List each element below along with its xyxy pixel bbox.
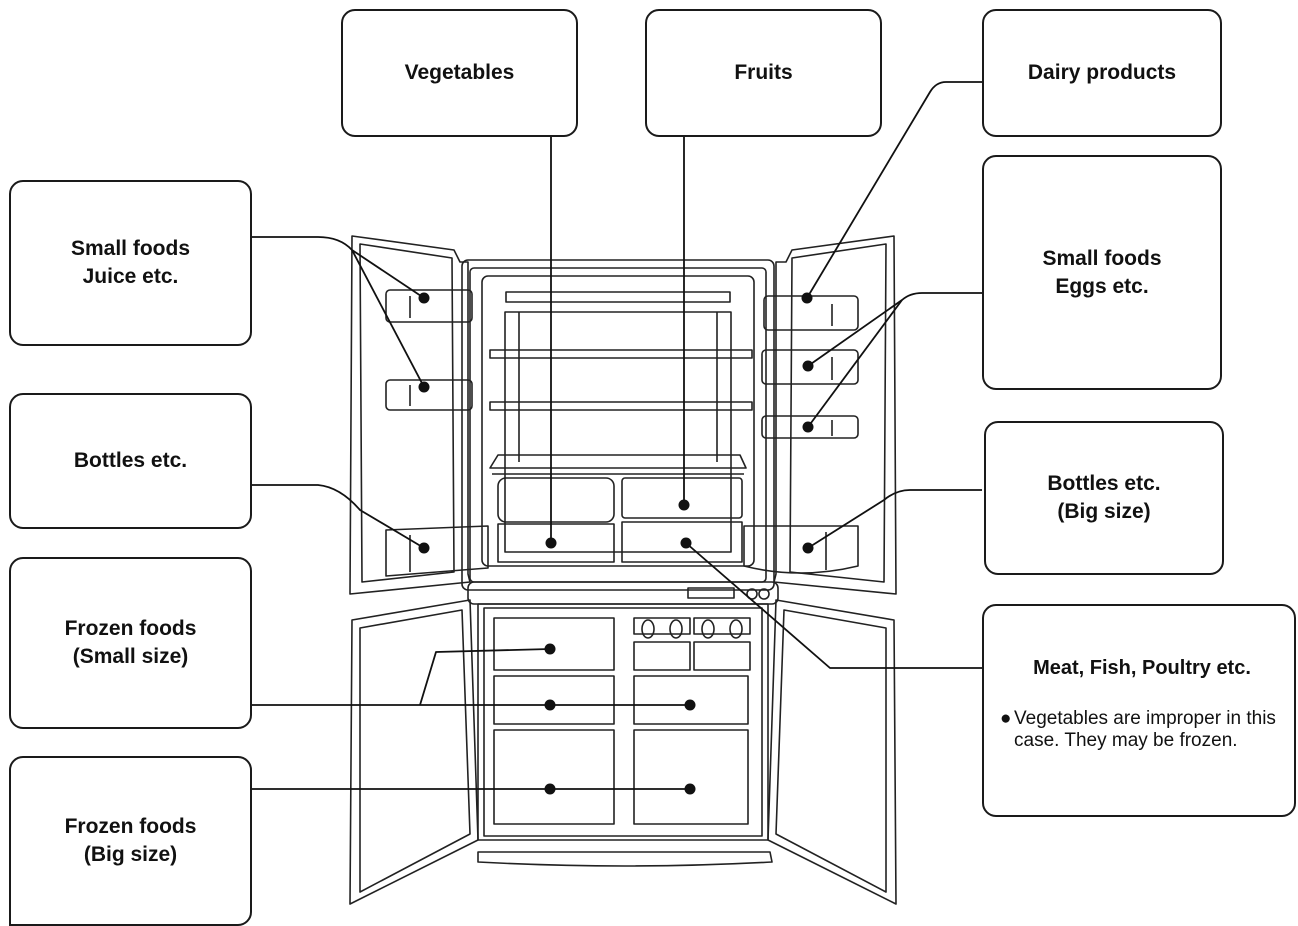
callout-bottles-big-line2: (Big size) xyxy=(1057,500,1151,523)
callout-frozen-big: Frozen foods (Big size) xyxy=(9,756,252,926)
callout-fruits-label: Fruits xyxy=(734,61,793,84)
callout-bottles-label: Bottles etc. xyxy=(73,449,188,472)
callout-meat-note-text: Vegetables are improper in this case. Th… xyxy=(1014,708,1276,751)
callout-bottles-big-line1: Bottles etc. xyxy=(1047,472,1161,495)
callout-small-eggs-line2: Eggs etc. xyxy=(1055,274,1149,298)
callout-fruits: Fruits xyxy=(645,9,882,137)
callout-frozen-small: Frozen foods (Small size) xyxy=(9,557,252,729)
callout-small-foods-juice: Small foods Juice etc. xyxy=(9,180,252,346)
callout-frozen-big-line1: Frozen foods xyxy=(64,815,197,838)
bullet-icon: ● xyxy=(1000,708,1012,729)
callout-dairy-products: Dairy products xyxy=(982,9,1222,137)
callout-meat-fish-poultry: Meat, Fish, Poultry etc. ● Vegetables ar… xyxy=(982,604,1296,817)
leader-dots xyxy=(418,292,814,795)
callout-small-juice-line1: Small foods xyxy=(70,237,191,260)
callout-meat-title: Meat, Fish, Poultry etc. xyxy=(1033,657,1251,679)
callout-bottles: Bottles etc. xyxy=(9,393,252,529)
callout-dairy-label: Dairy products xyxy=(1027,61,1177,84)
callout-vegetables-label: Vegetables xyxy=(404,61,515,84)
callout-frozen-small-line2: (Small size) xyxy=(72,645,189,668)
refrigerator-body xyxy=(349,235,897,905)
callout-small-eggs-line1: Small foods xyxy=(1042,246,1162,270)
callout-frozen-small-line1: Frozen foods xyxy=(64,617,197,640)
leader-lines xyxy=(252,81,982,790)
callout-frozen-big-line2: (Big size) xyxy=(83,843,178,866)
callout-small-juice-line2: Juice etc. xyxy=(82,265,179,288)
callout-meat-note: ● Vegetables are improper in this case. … xyxy=(1000,708,1284,752)
callout-vegetables: Vegetables xyxy=(341,9,578,137)
callout-bottles-big: Bottles etc. (Big size) xyxy=(984,421,1224,575)
callout-small-foods-eggs: Small foods Eggs etc. xyxy=(982,155,1222,390)
